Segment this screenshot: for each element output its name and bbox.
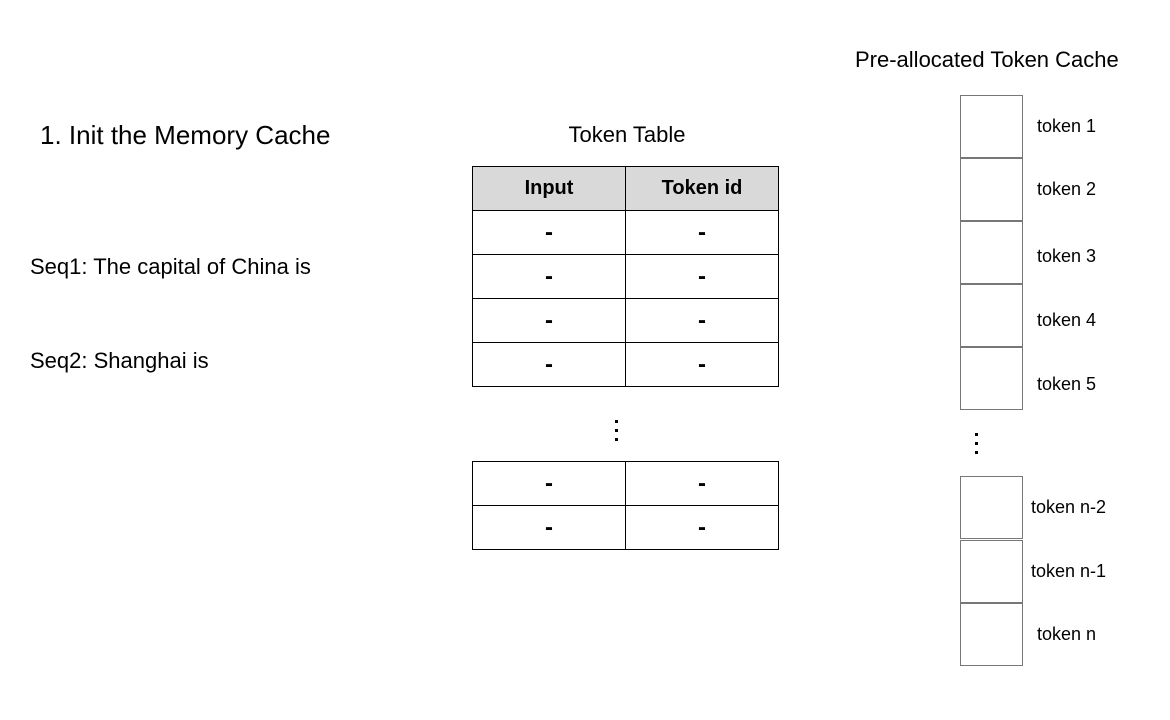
step-title: 1. Init the Memory Cache xyxy=(40,120,331,150)
table-cell-token-id: - xyxy=(625,210,779,255)
sequence-2-text: Seq2: Shanghai is xyxy=(30,348,209,373)
table-cell-input: - xyxy=(472,254,626,299)
cache-slot-n xyxy=(960,603,1023,666)
table-cell-input: - xyxy=(472,342,626,387)
cache-slot-label: token 4 xyxy=(1037,310,1097,330)
cache-slot-label: token 3 xyxy=(1037,246,1097,266)
cache-slot-n-1 xyxy=(960,540,1023,603)
table-cell-token-id: - xyxy=(625,254,779,299)
table-cell-token-id: - xyxy=(625,342,779,387)
cache-slot-1 xyxy=(960,95,1023,158)
sequence-1-text: Seq1: The capital of China is xyxy=(30,254,311,279)
token-table-top: Input Token id - - - - - - - - xyxy=(472,166,779,387)
table-cell-input: - xyxy=(472,505,626,550)
table-row: - - xyxy=(472,298,779,343)
column-header-input: Input xyxy=(472,166,626,211)
table-row: - - xyxy=(472,505,779,550)
token-cache-title: Pre-allocated Token Cache xyxy=(855,47,1119,72)
token-table-header-row: Input Token id xyxy=(472,166,779,211)
cache-slot-3 xyxy=(960,221,1023,284)
cache-slot-2 xyxy=(960,158,1023,221)
cache-slot-label: token n-2 xyxy=(1031,497,1107,517)
table-ellipsis xyxy=(615,420,619,447)
cache-slot-label: token 1 xyxy=(1037,116,1097,136)
table-cell-input: - xyxy=(472,461,626,506)
table-cell-token-id: - xyxy=(625,505,779,550)
cache-slot-label: token n-1 xyxy=(1031,561,1107,581)
table-row: - - xyxy=(472,210,779,255)
table-row: - - xyxy=(472,254,779,299)
token-table-title: Token Table xyxy=(568,122,686,147)
column-header-token-id: Token id xyxy=(625,166,779,211)
cache-ellipsis xyxy=(975,433,979,460)
cache-slot-4 xyxy=(960,284,1023,347)
table-cell-input: - xyxy=(472,298,626,343)
table-row: - - xyxy=(472,461,779,506)
cache-slot-label: token 5 xyxy=(1037,374,1097,394)
cache-slot-label: token 2 xyxy=(1037,179,1097,199)
table-cell-token-id: - xyxy=(625,298,779,343)
cache-slot-5 xyxy=(960,347,1023,410)
token-table-bottom: - - - - xyxy=(472,461,779,550)
table-row: - - xyxy=(472,342,779,387)
cache-slot-label: token n xyxy=(1037,624,1097,644)
table-cell-input: - xyxy=(472,210,626,255)
cache-slot-n-2 xyxy=(960,476,1023,539)
table-cell-token-id: - xyxy=(625,461,779,506)
